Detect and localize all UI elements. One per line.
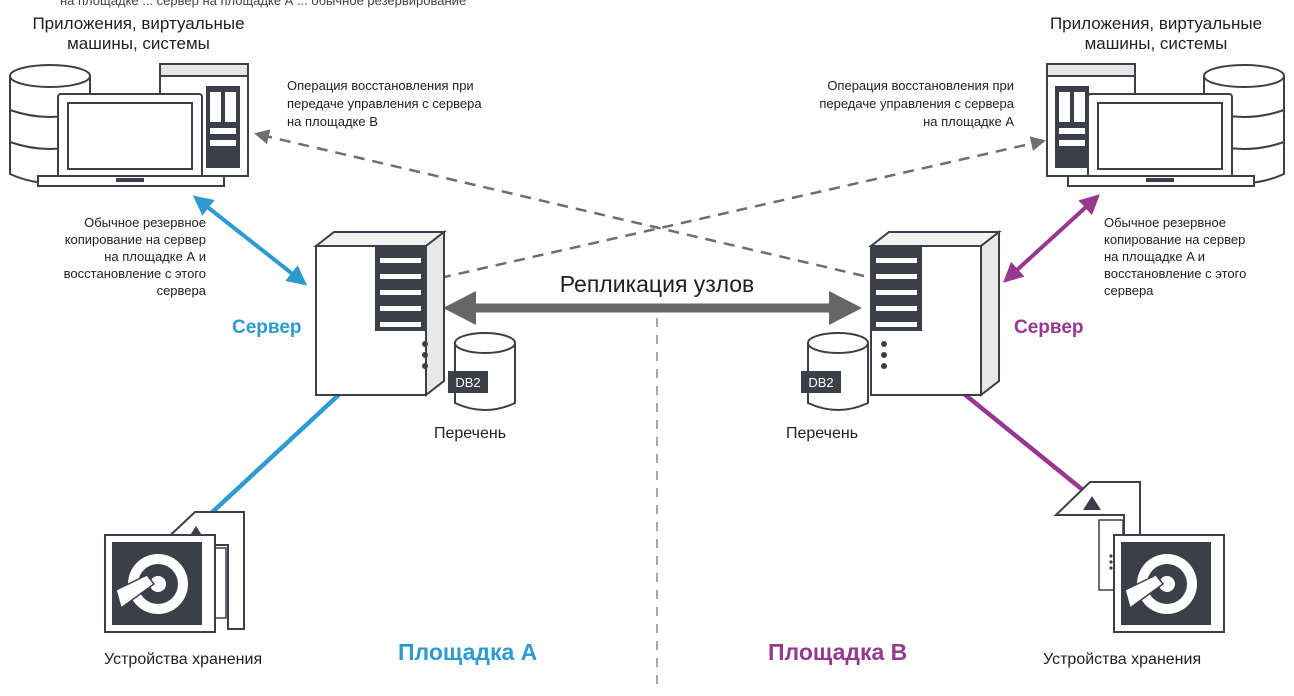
failover-label-a: Операция восстановления при передаче упр… <box>287 78 482 129</box>
catalog-label-b: Перечень <box>786 425 859 442</box>
failover-label-b: Операция восстановления при передаче упр… <box>819 78 1014 129</box>
replication-label: Репликация узлов <box>559 271 755 297</box>
server-a-icon <box>313 229 447 398</box>
laptop-icon <box>1067 93 1255 187</box>
backup-label-b: Обычное резервное копирование на сервер … <box>1104 215 1247 298</box>
db2-label-a: DB2 <box>455 375 480 390</box>
backup-arrow-b <box>1003 194 1100 283</box>
storage-link-a <box>204 387 347 520</box>
failover-arrow-from-a <box>439 136 1046 280</box>
db2-cylinder-icon: DB2 <box>448 332 516 411</box>
storage-link-b <box>961 391 1091 497</box>
db2-cylinder-icon: DB2 <box>801 332 869 411</box>
storage-label-b: Устройства хранения <box>1043 651 1202 668</box>
storage-label-a: Устройства хранения <box>104 651 263 668</box>
apps-label-b: Приложения, виртуальные машины, системы <box>1020 14 1292 54</box>
backup-label-a: Обычное резервное копирование на сервер … <box>63 215 206 298</box>
storage-device-icon <box>104 511 245 633</box>
site-b-label: Площадка B <box>768 639 908 665</box>
apps-label-b-text: Приложения, виртуальные машины, системы <box>1049 14 1263 53</box>
site-a-label: Площадка A <box>398 639 538 665</box>
apps-label-a: Приложения, виртуальные машины, системы <box>6 14 271 54</box>
server-a-label: Сервер <box>232 317 302 338</box>
replication-arrow <box>443 291 862 325</box>
server-b-label: Сервер <box>1014 317 1084 338</box>
db2-label-b: DB2 <box>808 375 833 390</box>
server-b-icon <box>868 229 1002 398</box>
top-caption: на площадке ... сервер на площадке А ...… <box>60 0 467 8</box>
storage-device-icon <box>1053 481 1225 633</box>
backup-arrow-a <box>192 195 308 286</box>
laptop-icon <box>37 93 225 187</box>
apps-label-a-text: Приложения, виртуальные машины, системы <box>32 14 245 53</box>
catalog-label-a: Перечень <box>434 425 507 442</box>
failover-arrow-from-b <box>254 129 865 278</box>
